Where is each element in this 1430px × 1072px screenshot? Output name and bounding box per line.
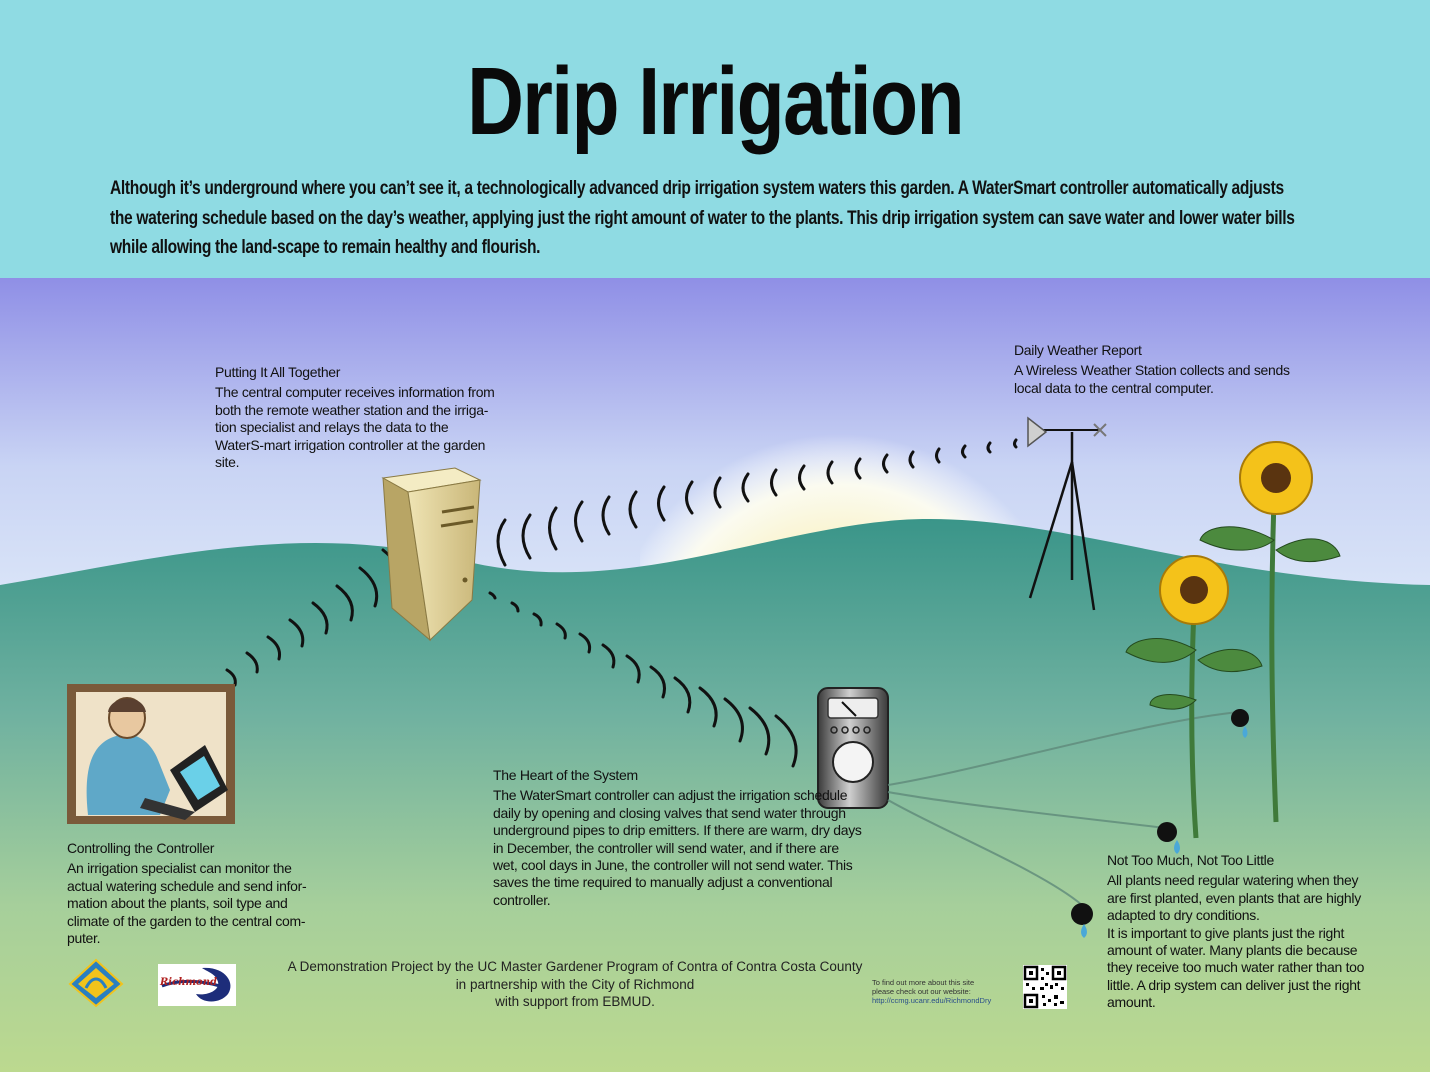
website-note-line: To find out more about this site (872, 978, 975, 987)
scene-illustration (0, 278, 1430, 1072)
section-body: The WaterSmart controller can adjust the… (493, 787, 862, 908)
section-heading: Daily Weather Report (1014, 342, 1142, 358)
section-heading: The Heart of the System (493, 767, 638, 783)
credits: A Demonstration Project by the UC Master… (285, 958, 865, 1011)
section-heading: Not Too Much, Not Too Little (1107, 852, 1274, 868)
section-heart-of-system: The Heart of the System The WaterSmart c… (493, 767, 863, 909)
header-banner: Drip Irrigation Although it’s undergroun… (0, 0, 1430, 278)
credits-line: with support from EBMUD. (495, 994, 655, 1009)
website-link[interactable]: http://ccmg.ucanr.edu/RichmondDry (872, 996, 992, 1005)
section-body: A Wireless Weather Station collects and … (1014, 362, 1290, 396)
section-not-too-much: Not Too Much, Not Too Little All plants … (1107, 852, 1369, 1012)
section-body: All plants need regular watering when th… (1107, 872, 1361, 924)
website-note-line: please check out our website: (872, 987, 971, 996)
central-computer-icon (381, 467, 482, 642)
section-heading: Controlling the Controller (67, 840, 215, 856)
section-heading: Putting It All Together (215, 364, 341, 380)
richmond-logo-text: Richmond (160, 977, 217, 988)
section-body: The central computer receives informatio… (215, 384, 495, 471)
sunflower-icon (1125, 441, 1341, 839)
section-body: An irrigation specialist can monitor the… (67, 860, 307, 947)
drip-pipes (887, 711, 1241, 906)
signal-arcs-weather (496, 438, 1018, 567)
section-putting-it-together: Putting It All Together The central comp… (215, 364, 500, 471)
specialist-laptop-icon (67, 684, 235, 824)
credits-line: A Demonstration Project by the UC Master… (287, 959, 863, 974)
master-gardener-logo-icon (68, 958, 124, 1008)
drip-emitter-icon (1071, 709, 1249, 938)
intro-paragraph: Although it’s underground where you can’… (110, 178, 1295, 258)
credits-line: in partnership with the City of Richmond (455, 976, 695, 992)
richmond-logo-icon: Richmond (158, 964, 236, 1006)
section-daily-weather-report: Daily Weather Report A Wireless Weather … (1014, 342, 1304, 397)
section-controlling-controller: Controlling the Controller An irrigation… (67, 840, 312, 947)
ground-hills (0, 519, 1430, 1072)
weather-station-icon (1027, 416, 1107, 611)
qr-code-icon[interactable] (1023, 965, 1067, 1009)
controller-device-icon (817, 687, 889, 809)
signal-arcs-controller (488, 591, 798, 768)
signal-arcs-specialist (183, 548, 402, 714)
page-title: Drip Irrigation (467, 48, 964, 155)
section-body: It is important to give plants just the … (1107, 924, 1365, 1011)
website-note: To find out more about this site please … (872, 978, 1022, 1005)
